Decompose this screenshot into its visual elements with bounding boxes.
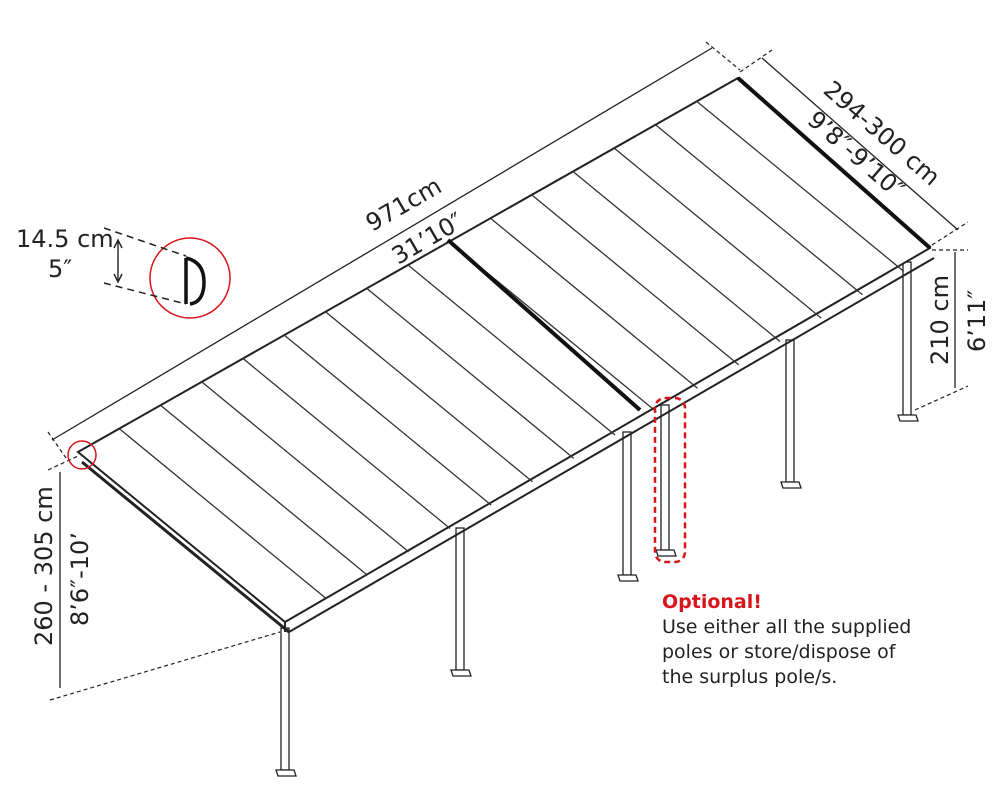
gutter-cm: 14.5 cm bbox=[16, 225, 114, 253]
front-gutter bbox=[288, 257, 935, 633]
side-edge bbox=[81, 460, 290, 634]
roof-panel-line bbox=[118, 428, 327, 600]
back-height-ft: 6’11″ bbox=[963, 290, 991, 352]
roof-panel-line bbox=[407, 264, 616, 436]
gutter-detail: 14.5 cm 5″ bbox=[16, 225, 231, 470]
roof-panel-line bbox=[531, 194, 740, 366]
note-title: Optional! bbox=[662, 591, 762, 613]
note-line: poles or store/dispose of bbox=[662, 641, 896, 663]
roof bbox=[76, 76, 935, 634]
roof-panel-line bbox=[283, 334, 492, 506]
post bbox=[450, 527, 472, 677]
back-edge bbox=[736, 76, 932, 250]
post bbox=[780, 339, 802, 489]
front-height-ft: 8’6″-10’ bbox=[66, 532, 94, 626]
roof-panel-line bbox=[613, 147, 822, 319]
roof-panel-line bbox=[696, 100, 905, 272]
roof-panel-line bbox=[490, 217, 698, 389]
roof-panel-line bbox=[655, 124, 863, 296]
roof-panel-line bbox=[201, 381, 410, 553]
front-height-dimension: 260 - 305 cm 8’6″-10’ bbox=[30, 455, 281, 701]
gutter-in: 5″ bbox=[48, 255, 72, 283]
center-seam bbox=[446, 238, 642, 412]
back-height-cm: 210 cm bbox=[926, 275, 954, 365]
roof-panel-line bbox=[242, 357, 451, 530]
note-line: Use either all the supplied bbox=[662, 616, 912, 638]
post bbox=[617, 431, 639, 582]
post bbox=[275, 627, 297, 777]
post bbox=[655, 404, 677, 557]
post bbox=[897, 261, 919, 422]
roof-panel-line bbox=[366, 287, 575, 459]
roof-panel-line bbox=[572, 170, 781, 343]
optional-note: Optional! Use either all the supplied po… bbox=[662, 590, 911, 690]
optional-pole-highlight bbox=[653, 396, 687, 564]
back-height-dimension: 210 cm 6’11″ bbox=[914, 249, 991, 411]
front-height-cm: 260 - 305 cm bbox=[30, 486, 58, 646]
roof-panel-line bbox=[325, 311, 533, 483]
note-line: the surplus pole/s. bbox=[662, 666, 838, 688]
roof-panel-line bbox=[160, 404, 368, 576]
